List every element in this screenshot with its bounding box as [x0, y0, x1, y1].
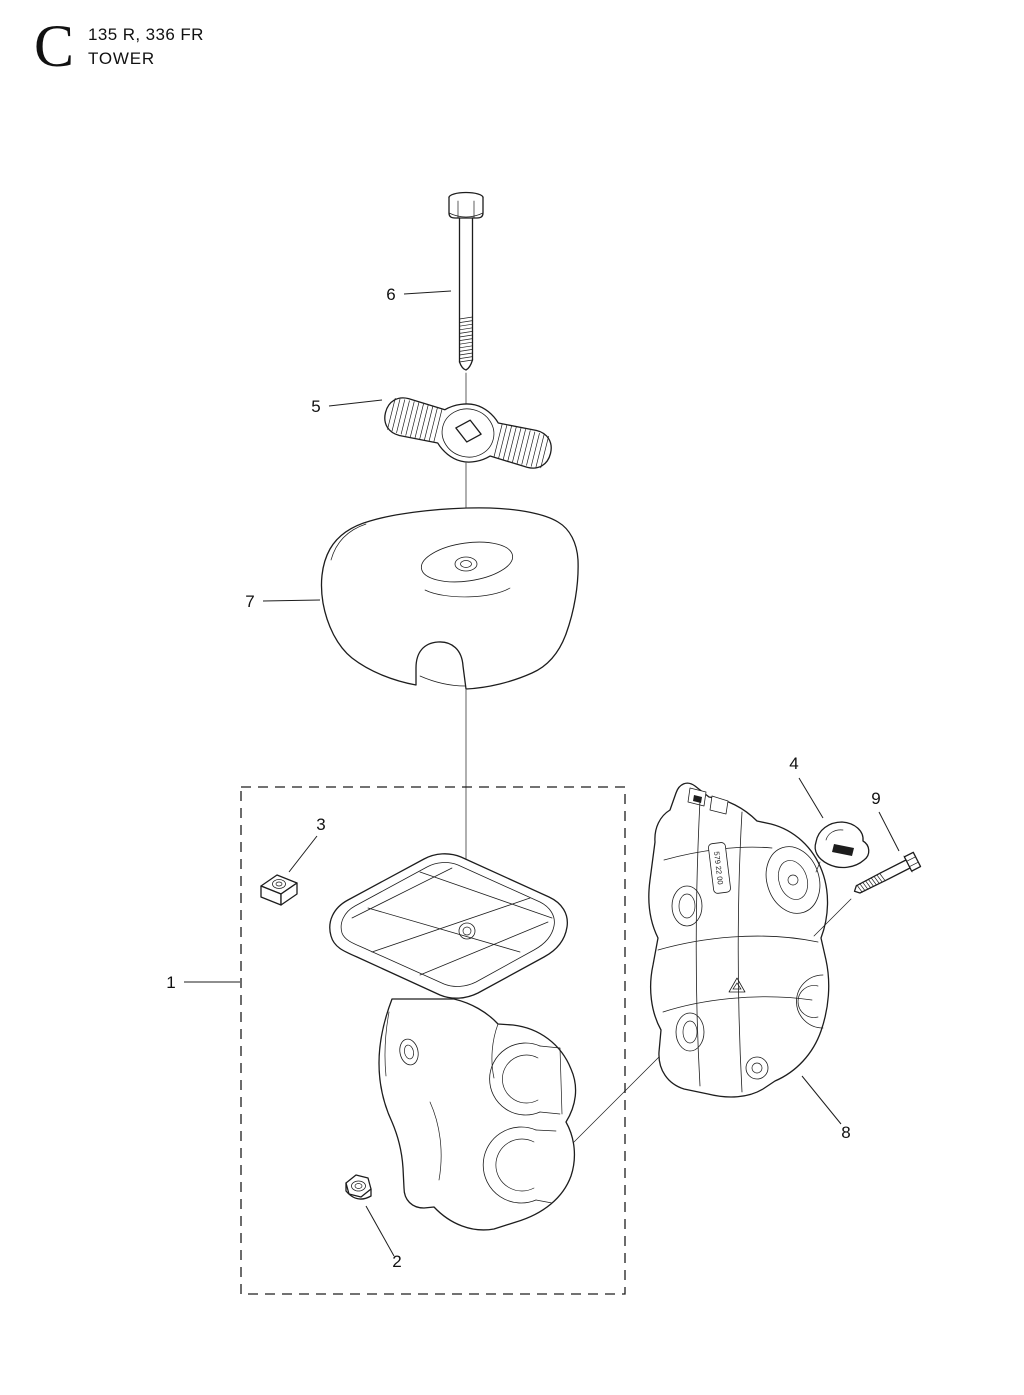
diagram-linework: 579 22 00	[166, 191, 922, 1295]
bolt-head-facets	[448, 200, 484, 219]
callout-4: 4	[789, 754, 798, 773]
section-letter: C	[34, 13, 75, 79]
tower-clamp-edges	[535, 1045, 563, 1204]
leader-line-4	[798, 777, 824, 819]
screw-head-facets	[903, 855, 919, 873]
screw-axis-line	[813, 898, 852, 937]
hex-nut-hole	[351, 1180, 366, 1192]
tower-center-hole-inner	[462, 926, 472, 936]
callout-8: 8	[841, 1123, 850, 1142]
callout-3: 3	[316, 815, 325, 834]
section-title: TOWER	[88, 49, 155, 68]
callout-9: 9	[871, 789, 880, 808]
header-text: 135 R, 336 FR TOWER	[88, 18, 204, 75]
clamp-inner-curve	[825, 829, 844, 841]
housing-top-tab-2	[709, 795, 729, 815]
screw-threads	[856, 873, 886, 893]
callout-7: 7	[245, 592, 254, 611]
tower-plate-ribs	[351, 867, 553, 976]
tower-clamp-upper-inner	[502, 1054, 539, 1104]
callout-1: 1	[166, 973, 175, 992]
part-marking-text: 579 22 00	[712, 851, 725, 885]
knob-right-grip-ribs	[493, 424, 549, 469]
housing-right-cutout-inner	[797, 985, 819, 1018]
part-housing: 579 22 00	[648, 782, 830, 1098]
housing-left-boss-lower	[675, 1012, 705, 1052]
square-nut-side	[280, 882, 298, 906]
tower-body	[378, 998, 577, 1231]
housing-outline	[648, 782, 830, 1098]
bolt-head	[448, 196, 484, 219]
leader-line-6	[403, 290, 452, 295]
part-wing-knob	[384, 397, 552, 469]
housing-label-plate: 579 22 00	[708, 842, 731, 894]
housing-mount-boss-inner	[777, 860, 809, 900]
tower-clamp-upper	[489, 1042, 541, 1116]
callout-5: 5	[311, 397, 320, 416]
recycle-mark-inner	[732, 982, 742, 990]
tower-creases	[384, 1011, 499, 1181]
tower-clamp-lower-inner	[495, 1138, 535, 1192]
square-nut-hole	[272, 879, 286, 889]
housing-left-boss-upper	[671, 885, 703, 927]
leader-line-5	[328, 399, 383, 407]
screw-tip	[853, 872, 886, 894]
tower-plate-inner-rim	[340, 862, 555, 987]
knob-square-hole	[455, 419, 482, 443]
screw-shaft	[880, 859, 911, 882]
part-screw	[853, 851, 922, 894]
cover-hole-inner	[460, 560, 472, 568]
label-plate-outline	[708, 842, 731, 894]
callout-2: 2	[392, 1252, 401, 1271]
part-square-nut	[260, 874, 298, 906]
clamp-foot	[815, 861, 821, 873]
bolt-tip	[458, 359, 474, 371]
clamp-outline	[814, 821, 870, 869]
part-hex-nut	[345, 1174, 372, 1200]
knob-outline	[384, 397, 552, 469]
callout-6: 6	[386, 285, 395, 304]
housing-mount-boss	[765, 846, 821, 914]
leader-line-2	[365, 1205, 395, 1257]
leader-line-8	[801, 1075, 842, 1125]
cover-outline	[320, 507, 579, 690]
square-nut-hole-inner	[275, 881, 283, 887]
clamp-slot	[832, 844, 854, 856]
housing-mount-hole	[787, 874, 799, 886]
knob-left-grip-ribs	[387, 398, 443, 442]
tower-center-hole	[458, 922, 476, 940]
bolt-threads	[459, 316, 473, 363]
part-clamp-piece	[814, 821, 870, 873]
tower-clamp-lower	[482, 1126, 537, 1204]
hex-nut-top	[345, 1174, 372, 1198]
housing-left-boss-lower-inner	[682, 1020, 698, 1044]
bolt-shaft	[458, 217, 474, 363]
header: C 135 R, 336 FR TOWER	[34, 13, 204, 79]
housing-right-cutout	[796, 974, 824, 1029]
leader-line-3	[288, 835, 318, 873]
recycle-mark	[728, 977, 746, 993]
hex-nut-side	[345, 1182, 372, 1200]
tower-side-hole-inner	[404, 1044, 414, 1060]
cover-hole	[454, 556, 478, 572]
part-cover	[320, 507, 579, 690]
hex-nut-hole-inner	[354, 1183, 363, 1189]
tower-side-hole	[399, 1038, 419, 1066]
part-tower-bracket	[329, 853, 577, 1231]
knob-center-boss	[441, 408, 495, 458]
model-numbers: 135 R, 336 FR	[88, 25, 204, 44]
cover-dish	[420, 541, 514, 583]
cover-shading-lines	[330, 523, 511, 687]
assembly-dashed-box	[240, 786, 626, 1295]
part-hex-bolt	[448, 191, 484, 371]
leader-line-9	[878, 811, 900, 852]
leader-line-7	[262, 599, 321, 602]
housing-left-boss-upper-inner	[678, 893, 696, 919]
housing-bottom-boss	[745, 1056, 769, 1080]
housing-bottom-boss-hole	[751, 1062, 763, 1074]
